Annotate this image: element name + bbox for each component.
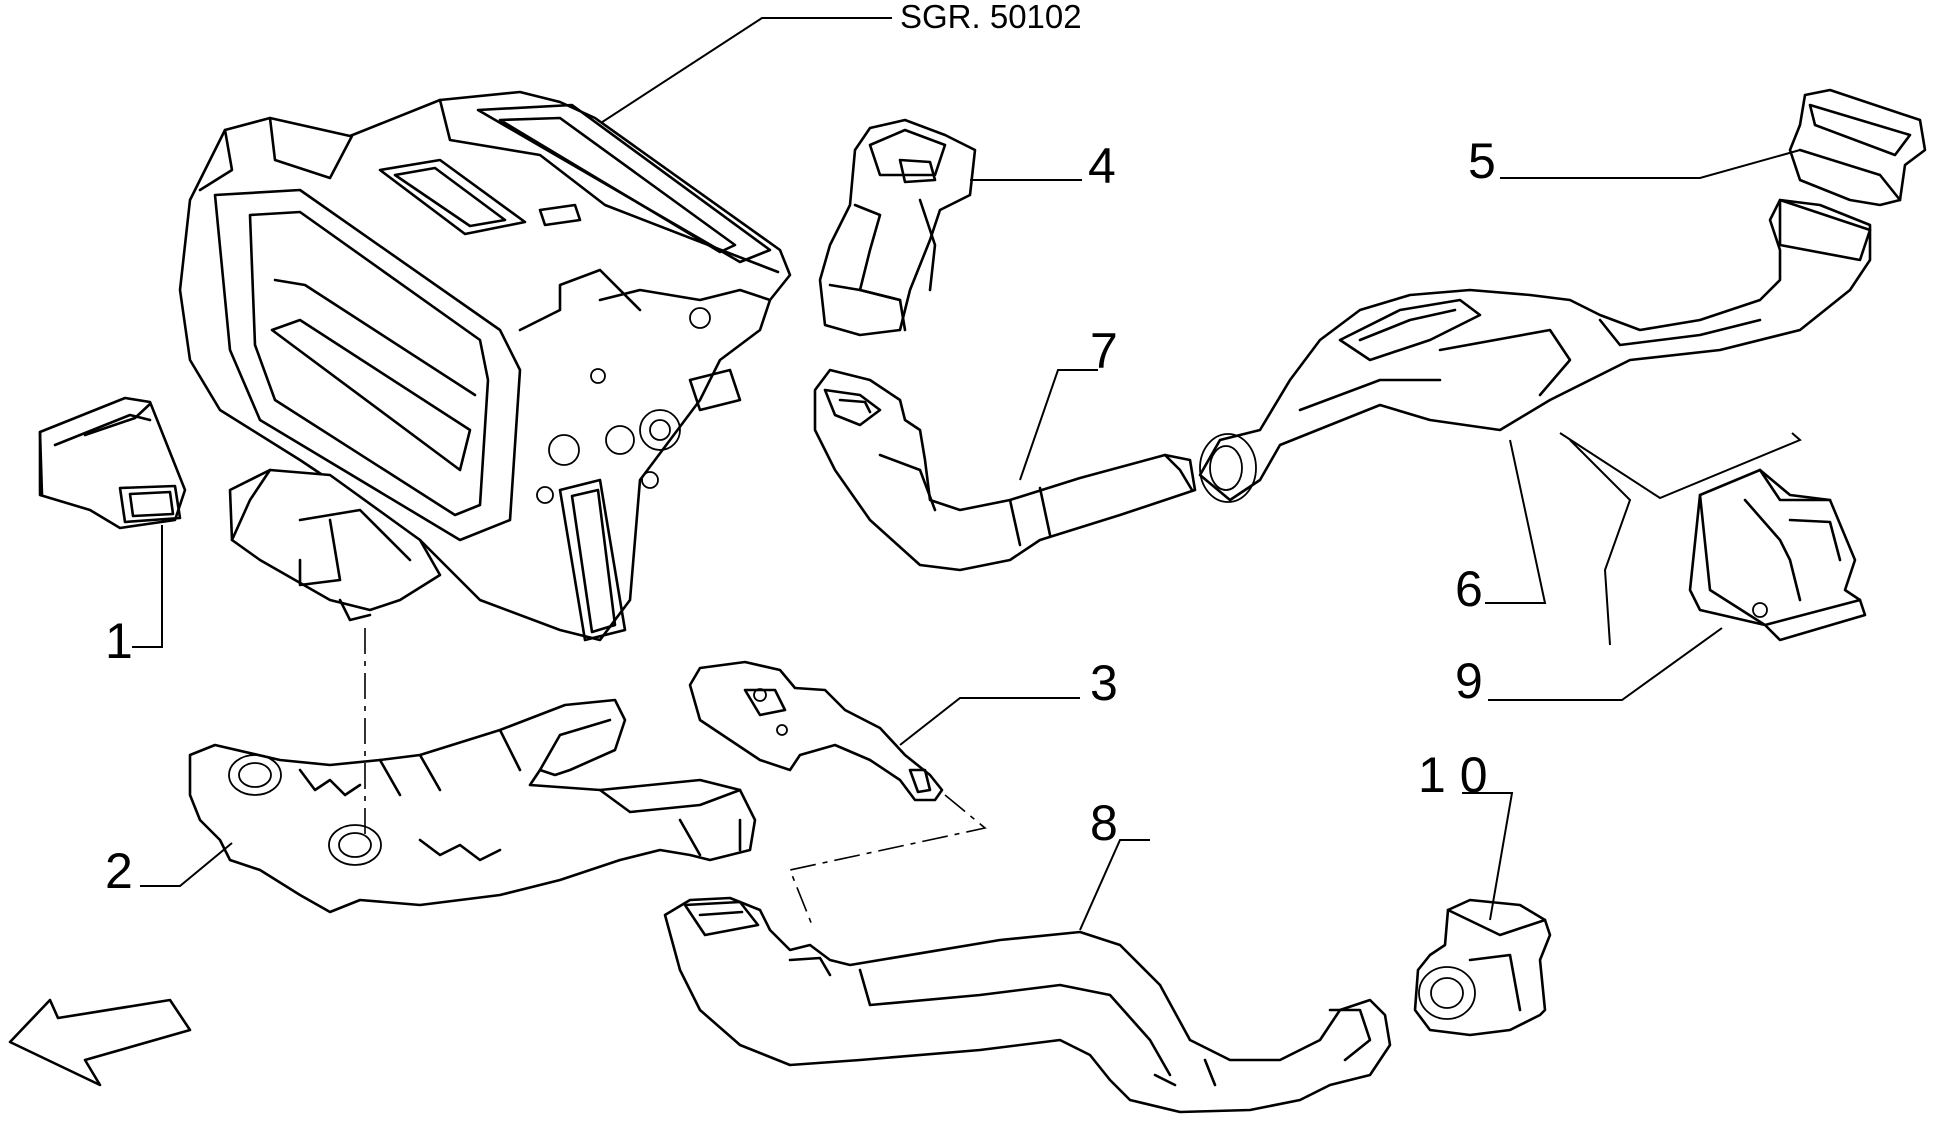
- part-7-connecting-duct[interactable]: [813, 368, 1197, 572]
- leader-7: [1019, 369, 1098, 481]
- leader-10: [1462, 792, 1514, 921]
- leader-8: [1079, 839, 1150, 931]
- leader-6: [1485, 439, 1547, 604]
- part-2-twin-tubes[interactable]: [188, 698, 757, 914]
- leader-2: [140, 842, 233, 887]
- callout-6: 6: [1455, 561, 1483, 617]
- part-6-distribution-duct[interactable]: [1198, 198, 1872, 503]
- leader-6c: [1569, 439, 1632, 646]
- leader-1: [132, 525, 163, 648]
- leader-5: [1500, 149, 1801, 179]
- leader-3: [899, 697, 1080, 746]
- part-8-floor-duct[interactable]: [663, 896, 1392, 1114]
- part-3-lever-bracket[interactable]: [688, 660, 944, 802]
- reference-leader: [589, 17, 892, 131]
- diagram-reference: SGR. 50102: [900, 0, 1082, 35]
- leader-6b: [1559, 432, 1802, 500]
- callout-4: 4: [1088, 138, 1116, 194]
- leader-9: [1488, 627, 1723, 701]
- callout-8: 8: [1090, 795, 1118, 851]
- part-9-mounting-bracket[interactable]: [1688, 468, 1867, 642]
- callout-1: 1: [105, 613, 133, 669]
- callout-9: 9: [1455, 653, 1483, 709]
- callout-2: 2: [105, 843, 133, 899]
- part-5-vent-nozzle[interactable]: [1788, 88, 1927, 207]
- callout-3: 3: [1090, 655, 1118, 711]
- assembly-line-3: [788, 794, 987, 926]
- front-direction-arrow-icon: [8, 998, 192, 1087]
- callout-5: 5: [1468, 133, 1496, 189]
- heater-box[interactable]: [178, 90, 792, 642]
- part-4-vent-duct[interactable]: [818, 118, 977, 337]
- callout-10: 1 0: [1418, 747, 1488, 803]
- part-10-clip[interactable]: [1413, 898, 1552, 1037]
- callout-7: 7: [1090, 323, 1118, 379]
- part-1-side-vent[interactable]: [38, 396, 187, 530]
